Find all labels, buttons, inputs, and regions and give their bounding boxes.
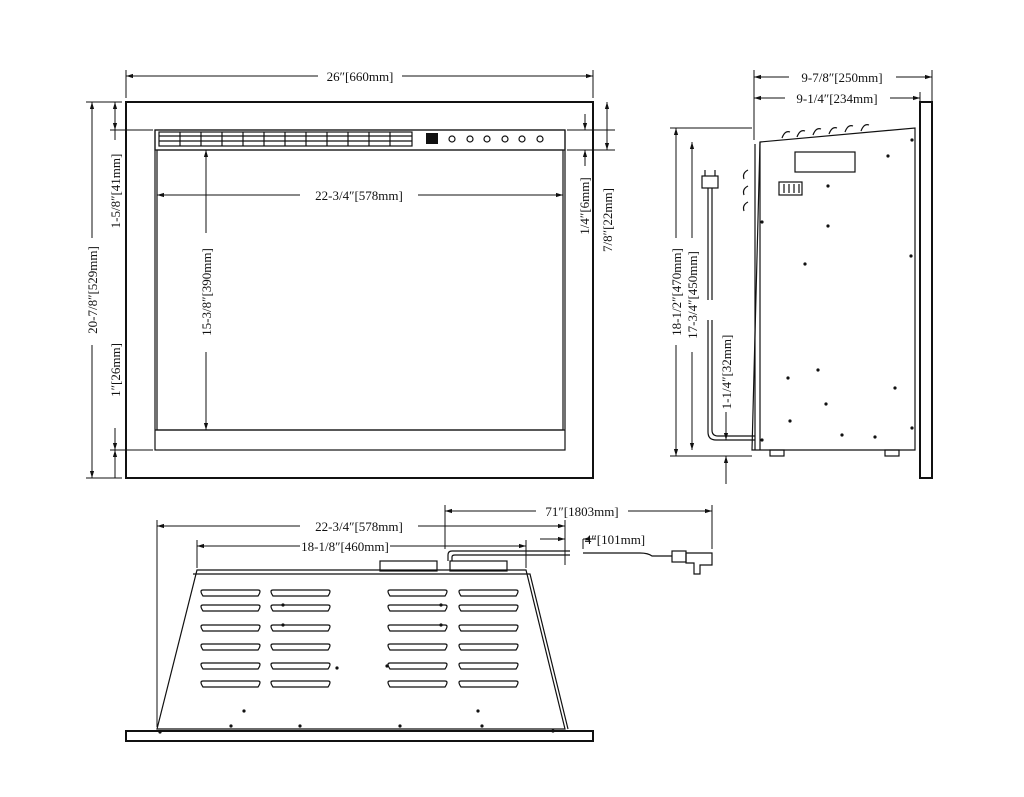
top-cord-length-label: 71″[1803mm] (545, 504, 618, 519)
side-vent (778, 181, 803, 196)
side-view: 9-7/8″[250mm] 9-1/4″[234mm] 18-1/2″[470m… (669, 70, 933, 484)
button-icon (501, 135, 509, 143)
side-body (751, 127, 916, 451)
button-icon (518, 135, 526, 143)
side-inner-height-label: 17-3/4″[450mm] (685, 251, 700, 339)
front-height-label: 20-7/8″[529mm] (85, 246, 100, 334)
side-depth-label: 9-7/8″[250mm] (801, 70, 882, 85)
top-width-label: 22-3/4″[578mm] (315, 519, 403, 534)
top-inner-width-label: 18-1/8″[460mm] (301, 539, 389, 554)
display-icon (426, 133, 438, 144)
side-height-label: 18-1/2″[470mm] (669, 248, 684, 336)
front-inner-width-label: 22-3/4″[578mm] (315, 188, 403, 203)
button-icon (483, 135, 491, 143)
top-screws (158, 603, 555, 734)
front-control-strip (154, 129, 566, 151)
side-front-frame (919, 101, 933, 479)
top-cord-offset-label: 4″[101mm] (585, 532, 645, 547)
front-inner-height-label: 15-3/8″[390mm] (199, 248, 214, 336)
top-front-frame (125, 730, 594, 742)
plug-icon (701, 175, 719, 189)
top-body (156, 569, 566, 730)
front-insert (154, 129, 566, 451)
control-panel (426, 133, 544, 144)
side-label-plate (794, 151, 856, 173)
side-cord-offset-label: 1-1/4″[32mm] (719, 335, 734, 410)
front-view: 26″[660mm] 22-3/4″[578mm] 20-7/8″[529mm]… (85, 69, 615, 479)
side-power-cord (701, 170, 755, 441)
button-icon (466, 135, 474, 143)
side-body-depth-label: 9-1/4″[234mm] (796, 91, 877, 106)
front-trim-gap-label: 7/8″[22mm] (600, 188, 615, 252)
top-vent-slots (200, 589, 519, 688)
heater-grille (158, 131, 413, 147)
front-top-gap-label: 1-5/8″[41mm] (108, 154, 123, 229)
side-screws (760, 138, 914, 442)
plug-icon (671, 550, 687, 563)
front-outer-frame (125, 101, 594, 479)
top-view: 22-3/4″[578mm] 18-1/8″[460mm] 71″[1803mm… (125, 504, 713, 742)
front-frame-gap-label: 1/4″[6mm] (577, 177, 592, 234)
button-icon (448, 135, 456, 143)
top-power-cord (447, 550, 713, 575)
side-clips (742, 124, 870, 212)
front-bottom-gap-label: 1″[26mm] (108, 343, 123, 397)
button-icon (536, 135, 544, 143)
front-width-label: 26″[660mm] (327, 69, 394, 84)
